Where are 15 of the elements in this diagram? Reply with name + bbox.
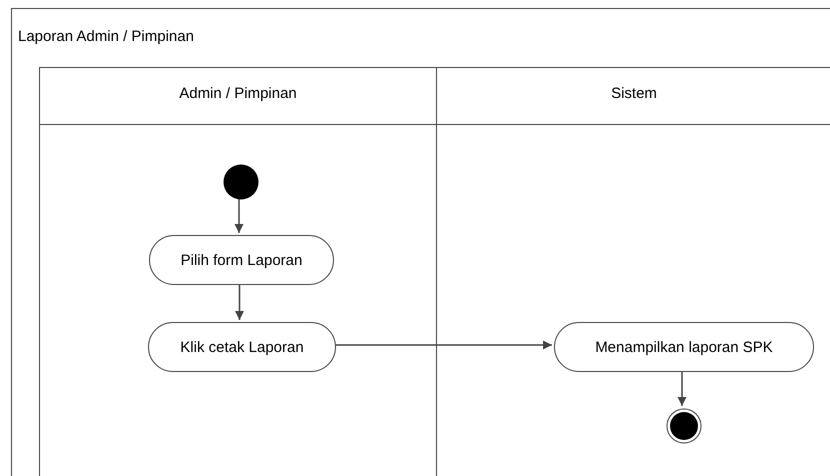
lane-title: Sistem	[610, 85, 658, 102]
arrow	[334, 340, 552, 350]
activity-box: Klik cetak Laporan	[148, 322, 336, 372]
activity-box: Pilih form Laporan	[149, 235, 334, 285]
arrow	[678, 370, 686, 406]
arrow	[235, 283, 244, 320]
start-node	[223, 164, 259, 200]
activity-box: Menampilkan laporan SPK	[554, 322, 814, 372]
lane-title: Admin / Pimpinan	[178, 85, 298, 102]
swimlane	[436, 67, 830, 476]
frame-title: Laporan Admin / Pimpinan	[18, 28, 194, 45]
swimlane	[39, 67, 436, 476]
end-node	[666, 408, 702, 444]
diagram-frame	[11, 8, 830, 476]
arrow	[234, 198, 244, 233]
